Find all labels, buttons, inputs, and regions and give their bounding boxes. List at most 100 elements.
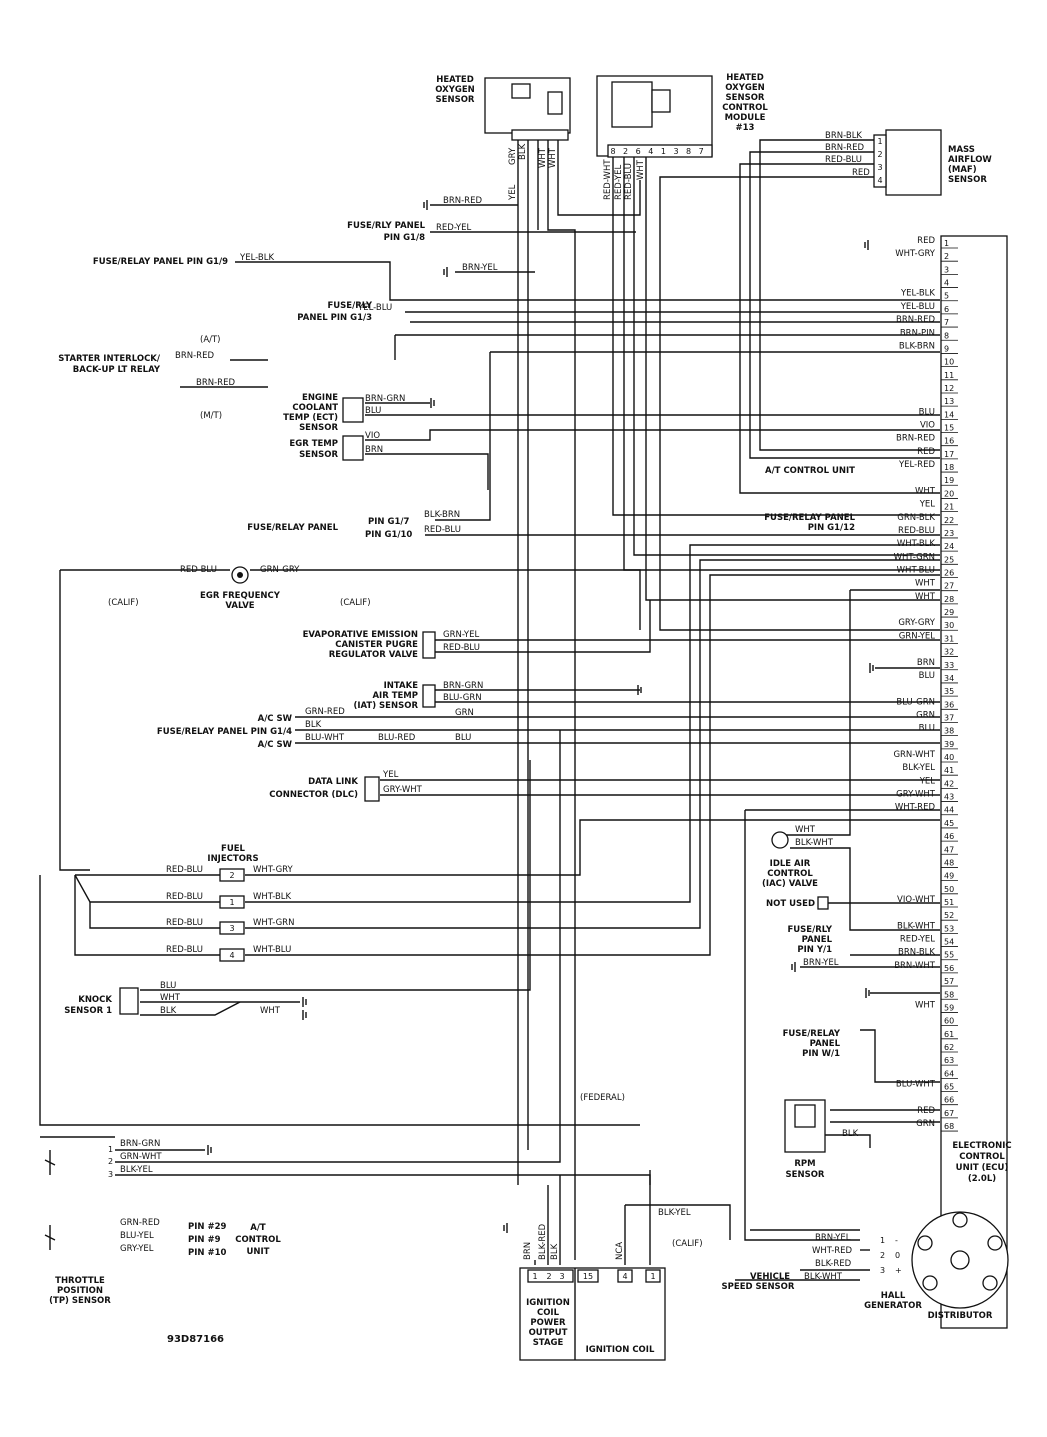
ecu-pin-number: 47: [944, 845, 954, 854]
fuse-rly-g13-label-2: PANEL PIN G1/3: [297, 313, 372, 323]
ecu-pin-number: 33: [944, 661, 954, 670]
injector-body: [219, 868, 245, 882]
fuse-relay-mid-pin-1: PIN G1/7: [368, 517, 409, 527]
ho2s-module-pin: 7: [699, 147, 704, 156]
ecu-wire-color: WHT-RED: [895, 803, 936, 813]
ecu-wire-color: VIO-WHT: [897, 895, 936, 905]
ecu-pin-number: 58: [944, 990, 954, 999]
ign-stage-2: COIL: [537, 1308, 560, 1318]
fuse-relay-g19-wire: YEL-BLK: [239, 253, 274, 263]
evap-wire-2: RED-BLU: [443, 643, 480, 653]
fuse-rly-y1-label-2: PANEL: [802, 935, 833, 945]
ecu-wire-color: YEL-BLU: [900, 302, 935, 312]
ho2s-module-pin: 3: [673, 147, 678, 156]
fuse-rly-g18-label-2: PIN G1/8: [384, 233, 425, 243]
tp-wire-2: GRN-WHT: [120, 1152, 162, 1162]
injector-left-wire: RED-BLU: [166, 892, 203, 902]
ecu-wire-color: GRY-GRY: [898, 618, 935, 628]
ac-sw-2-wire-1: BLU-WHT: [305, 733, 345, 743]
ecu-wire-color: VIO: [920, 421, 935, 431]
hall-label-2: GENERATOR: [864, 1301, 922, 1311]
ecu-pin-number: 7: [944, 318, 949, 327]
ecu-pin-number: 16: [944, 437, 954, 446]
ho2s-module-pin: 6: [636, 147, 641, 156]
ho2s-module-pin: 2: [623, 147, 628, 156]
not-used: NOT USED: [766, 899, 815, 909]
evap-wire-1: GRN-YEL: [443, 630, 479, 640]
ecu-pin-number: 61: [944, 1030, 954, 1039]
fuse-relay-g14-label: FUSE/RELAY PANEL PIN G1/4: [157, 727, 292, 737]
ho2s-module-label-line: HEATED: [726, 73, 764, 83]
ecu-pin-number: 65: [944, 1083, 954, 1092]
dist-pin-3: 3: [880, 1266, 885, 1275]
vss-wire: BLK-WHT: [804, 1272, 843, 1282]
left-components: BRN-RED FUSE/RLY PANEL PIN G1/8 RED-YEL …: [58, 196, 856, 802]
ho2s-module-label-line: MODULE: [725, 113, 766, 123]
ecu-pin-number: 25: [944, 555, 954, 564]
ho2s-module-pin: 8: [686, 147, 691, 156]
tp-at-wire-2: BLU-YEL: [120, 1231, 154, 1241]
ign-pin-2: 2: [546, 1272, 551, 1281]
ecu-pin-number: 63: [944, 1056, 954, 1065]
ecu-wire-color: YEL: [919, 500, 936, 510]
egr-temp-wire-2: BRN: [365, 445, 383, 455]
iat-label-3: (IAT) SENSOR: [353, 701, 418, 711]
tp-at-label-1: A/T: [250, 1223, 266, 1233]
ecu-pin-number: 26: [944, 569, 954, 578]
injectors-label-1: FUEL: [221, 844, 246, 854]
tp-at-label-3: UNIT: [247, 1247, 270, 1257]
tp-label-1: THROTTLE: [55, 1276, 105, 1286]
hall-label-1: HALL: [881, 1291, 906, 1301]
ecu-wire-color: RED: [917, 236, 935, 246]
fuse-rly-y1-label-3: PIN Y/1: [797, 945, 832, 955]
ign-pin-4: 4: [622, 1272, 627, 1281]
tp-at-pin-3: PIN #10: [188, 1248, 227, 1258]
iac-wire-1: WHT: [795, 825, 816, 835]
dist-wire-1: BRN-YEL: [815, 1233, 851, 1243]
fuse-rly-g13-label-1: FUSE/RLY: [327, 301, 372, 311]
fuse-relay-g112-label-1: FUSE/RELAY PANEL: [764, 513, 855, 523]
dlc-wire-2: GRY-WHT: [383, 785, 423, 795]
ecu-pin-number: 51: [944, 898, 954, 907]
ecu-wire-color: BLK-YEL: [902, 763, 935, 773]
ecu-wire-color: BRN-BLK: [898, 948, 935, 958]
ecu-pin-number: 21: [944, 503, 954, 512]
egr-temp-wire-1: VIO: [365, 431, 380, 441]
ecu-pin-number: 37: [944, 713, 954, 722]
dlc-label-2: CONNECTOR (DLC): [269, 790, 358, 800]
ho2s-wire-blk: BLK: [518, 143, 528, 160]
tp-at-pin-2: PIN #9: [188, 1235, 221, 1245]
ecu-pin-number: 59: [944, 1003, 954, 1012]
dlc-label-1: DATA LINK: [308, 777, 358, 787]
ecu-pin-number: 40: [944, 753, 954, 762]
ecu-wire-color: WHT: [915, 1000, 936, 1010]
ecu-pin-number: 27: [944, 582, 954, 591]
ho2s-module-label-line: SENSOR: [726, 93, 765, 103]
maf-pin-2: 2: [877, 150, 882, 159]
maf-pin-3: 3: [877, 163, 882, 172]
injector-left-wire: RED-BLU: [166, 865, 203, 875]
knock-wire-2: WHT: [160, 993, 181, 1003]
ecu-pin-number: 11: [944, 371, 954, 380]
tp-pin-1: 1: [108, 1145, 113, 1154]
tp-at-wire-3: GRY-YEL: [120, 1244, 154, 1254]
ecu-pin-number: 60: [944, 1017, 954, 1026]
ecu-pin-number: 1: [944, 239, 949, 248]
evap-label-2: CANISTER PUGRE: [335, 640, 418, 650]
ecu-pin-number: 2: [944, 252, 949, 261]
rpm-label-1: RPM: [794, 1159, 815, 1169]
knock-label-1: KNOCK: [78, 995, 112, 1005]
ecu-wire-color: GRN-BLK: [897, 513, 935, 523]
ground-brn-yel: BRN-YEL: [462, 263, 498, 273]
ect-wire-1: BRN-GRN: [365, 394, 405, 404]
ecu-wire-color: YEL: [919, 776, 936, 786]
egr-freq-calif-left: (CALIF): [108, 598, 139, 608]
injector-right-wire: WHT-BLK: [253, 892, 292, 902]
egr-freq-label-1: EGR FREQUENCY: [200, 591, 281, 601]
starter-wire-2: BRN-RED: [196, 378, 235, 388]
ecu-pin-number: 9: [944, 344, 949, 353]
ecu-pin-number: 68: [944, 1122, 954, 1131]
rpm-wire: BLK: [842, 1129, 859, 1139]
starter-wire-1: BRN-RED: [175, 351, 214, 361]
